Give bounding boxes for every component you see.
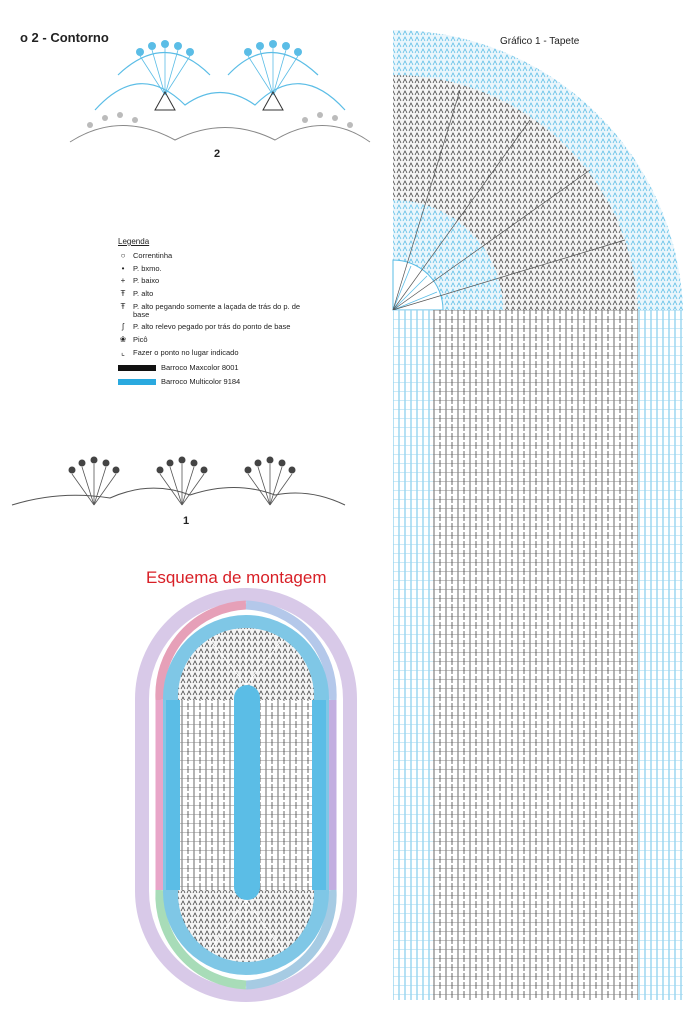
legend-item-label: P. bxmo. <box>133 263 162 273</box>
legend-item: • P. bxmo. <box>118 263 308 274</box>
scalloped-border <box>135 588 357 1002</box>
legend-item: + P. baixo <box>118 277 308 286</box>
legend-color-row: Barroco Maxcolor 8001 <box>118 362 308 372</box>
legend-item: Ŧ P. alto pegando somente a laçada de trá… <box>118 301 308 320</box>
chart-title: Gráfico 1 - Tapete <box>500 36 580 47</box>
legend-item-label: Correntinha <box>133 250 173 260</box>
legend-item-label: P. alto relevo pegado por trás do ponto … <box>133 322 291 332</box>
legend-title: Legenda <box>118 237 150 246</box>
chain-stitch-icon: ○ <box>120 250 126 260</box>
body-blue-left <box>393 310 433 1000</box>
main-rug-chart <box>392 29 683 1001</box>
body-blue-right <box>638 310 683 1000</box>
picot-icon: ❀ <box>119 335 127 345</box>
legend: Legenda ○ Correntinha • P. bxmo. + P. baixo… <box>118 237 308 390</box>
legend-color-row: Barroco Multicolor 9184 <box>118 377 308 387</box>
legend-item-label: P. alto <box>133 289 154 299</box>
figure-label-contour: 2 <box>214 148 221 160</box>
assembly-title: Esquema de montagem <box>146 568 327 587</box>
blue-center-strip <box>234 685 260 900</box>
legend-item: Ŧ P. alto <box>118 289 308 299</box>
back-loop-dc-icon: Ŧ <box>120 301 126 311</box>
legend-color-label: Barroco Maxcolor 8001 <box>161 362 239 372</box>
legend-item-label: P. baixo <box>133 276 160 286</box>
legend-item: ⌞ Fazer o ponto no lugar indicado <box>118 348 308 358</box>
legend-item-label: Fazer o ponto no lugar indicado <box>133 348 239 358</box>
figure-label-edge: 1 <box>183 515 190 527</box>
legend-color-label: Barroco Multicolor 9184 <box>161 377 241 387</box>
legend-item: ʃ P. alto relevo pegado por trás do ponto… <box>118 323 308 332</box>
blue-side-right <box>312 700 326 890</box>
edge-diagram <box>11 456 346 506</box>
assembly-diagram <box>135 588 357 1002</box>
contour-diagram <box>69 40 371 143</box>
legend-item-label: Picô <box>133 335 148 345</box>
slip-stitch-icon: • <box>121 263 125 273</box>
single-crochet-icon: + <box>120 276 126 286</box>
legend-item: ❀ Picô <box>118 335 308 345</box>
blue-yarn-swatch <box>118 379 156 386</box>
indicated-place-icon: ⌞ <box>121 348 125 358</box>
legend-item-label: P. alto pegando somente a laçada de trás… <box>133 301 301 320</box>
radial-dividers <box>392 89 626 311</box>
body-black-grid <box>393 310 638 1000</box>
contour-title: o 2 - Contorno <box>20 30 109 45</box>
double-crochet-icon: Ŧ <box>120 289 126 299</box>
legend-item: ○ Correntinha <box>118 250 308 261</box>
back-post-dc-icon: ʃ <box>122 322 124 332</box>
black-yarn-swatch <box>118 364 156 371</box>
blue-side-left <box>166 700 180 890</box>
